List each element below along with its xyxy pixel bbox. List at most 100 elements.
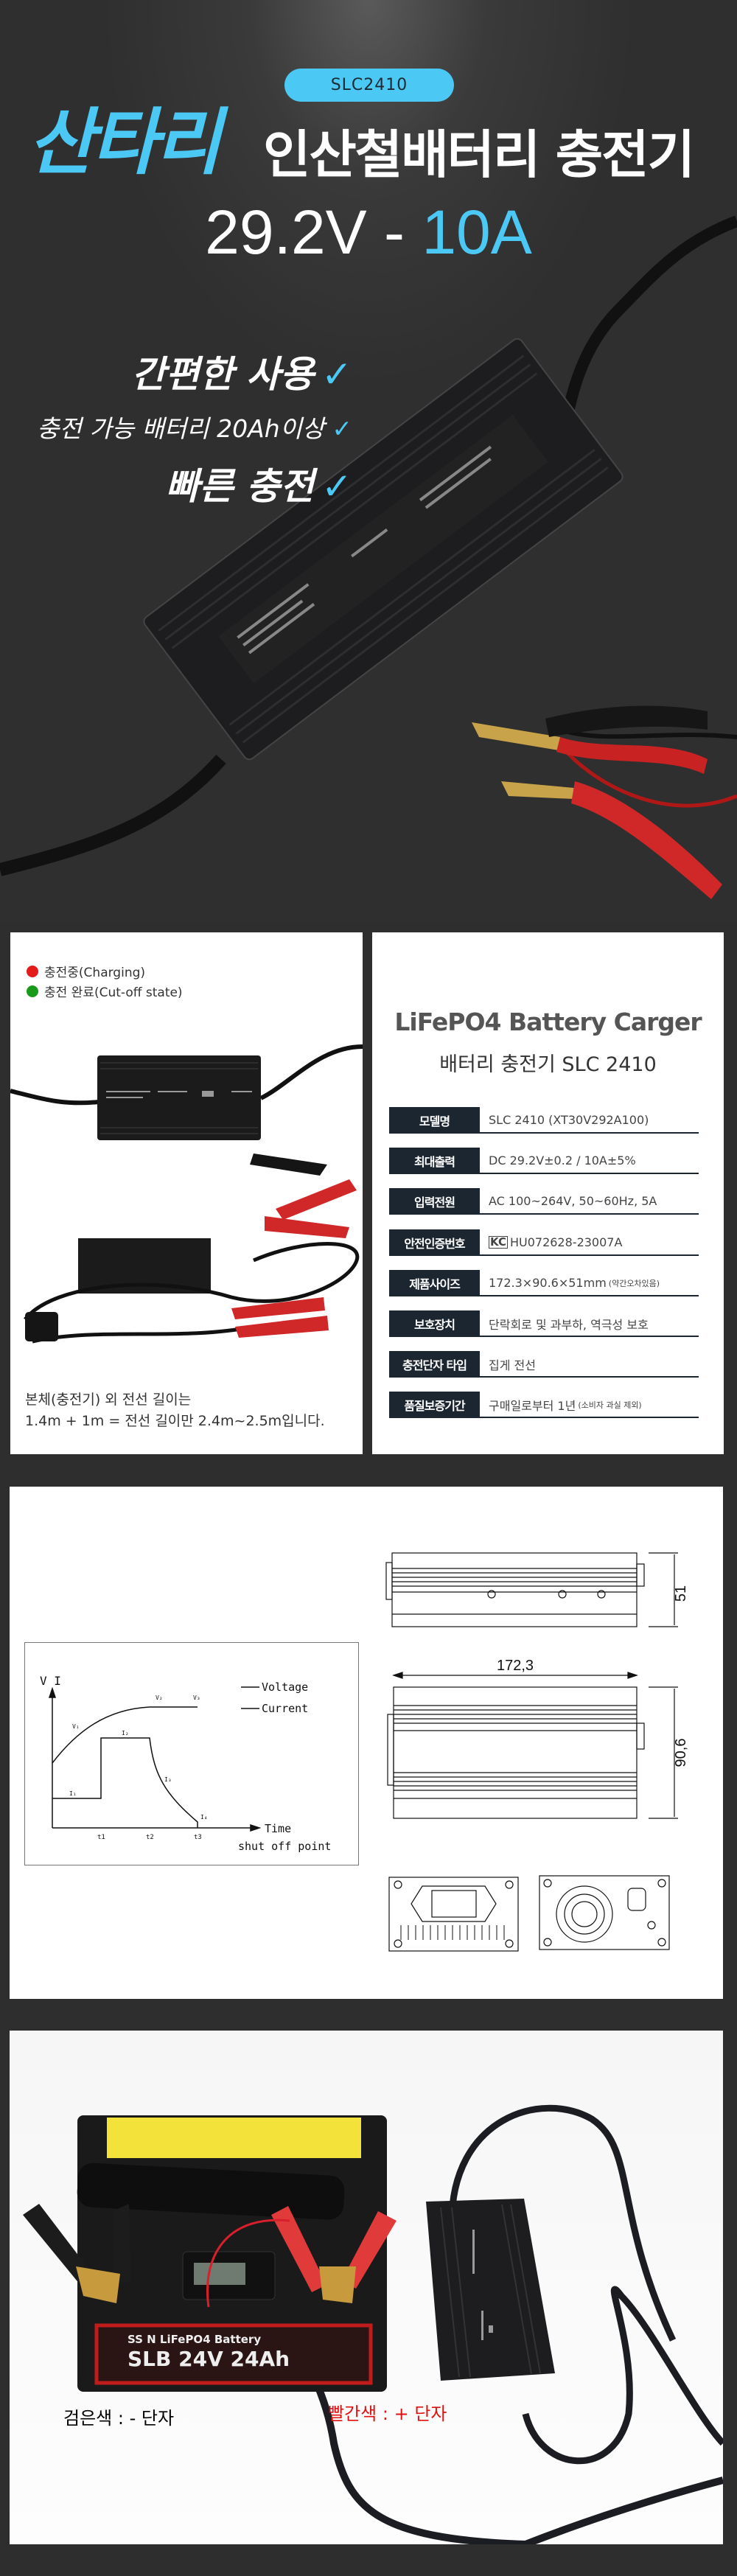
feature-text: 충전 가능 배터리 20Ah이상 bbox=[37, 414, 325, 443]
label-i2: I₂ bbox=[122, 1730, 129, 1736]
current-curve bbox=[52, 1737, 198, 1828]
spec-value: 172.3×90.6×51mm(약간오차있음) bbox=[480, 1276, 660, 1290]
spec-value: DC 29.2V±0.2 / 10A±5% bbox=[489, 1153, 636, 1167]
height-dimension: 51 bbox=[673, 1585, 689, 1602]
tick-t3: t3 bbox=[194, 1834, 202, 1841]
legend-label: 충전 완료(Cut-off state) bbox=[44, 985, 183, 1000]
size-value: 172.3×90.6×51mm bbox=[489, 1276, 607, 1290]
feature-easy-use: 간편한 사용✓ bbox=[132, 352, 352, 397]
spec-row-input: 입력전원 AC 100~264V, 50~60Hz, 5A bbox=[389, 1188, 699, 1215]
rating-headline: 29.2V - 10A bbox=[0, 200, 737, 264]
shutoff-label: shut off point bbox=[238, 1840, 331, 1853]
battery-brand-label: SS N LiFePO4 Battery bbox=[128, 2333, 261, 2346]
spec-row-protection: 보호장치 단락회로 및 과부하, 역극성 보호 bbox=[389, 1310, 699, 1337]
warranty-note: (소비자 과실 제외) bbox=[578, 1400, 642, 1410]
label-v1: V₁ bbox=[72, 1723, 80, 1730]
voltage-curve bbox=[52, 1706, 198, 1764]
front-end-view bbox=[388, 1877, 519, 1952]
spec-label: 제품사이즈 bbox=[389, 1270, 480, 1296]
charger-accessories-photo bbox=[10, 1044, 363, 1344]
check-icon: ✓ bbox=[332, 414, 352, 443]
battery-model-label: SLB 24V 24Ah bbox=[128, 2347, 290, 2371]
feature-battery-capacity: 충전 가능 배터리 20Ah이상✓ bbox=[37, 413, 352, 445]
check-icon: ✓ bbox=[321, 353, 352, 396]
width-dimension: 172,3 bbox=[497, 1658, 534, 1674]
spec-label: 보호장치 bbox=[389, 1310, 480, 1336]
check-icon: ✓ bbox=[321, 465, 352, 508]
spec-row-terminal: 충전단자 타입 집게 전선 bbox=[389, 1351, 699, 1378]
note-line: 본체(충전기) 외 전선 길이는 bbox=[25, 1392, 192, 1408]
spec-subtitle: 배터리 충전기 SLC 2410 bbox=[439, 1053, 657, 1076]
current-value: 10A bbox=[422, 198, 532, 267]
label-v3: V₃ bbox=[193, 1694, 200, 1701]
voltage-value: 29.2V bbox=[205, 198, 367, 267]
feature-text: 간편한 사용 bbox=[131, 353, 315, 396]
model-badge: SLC2410 bbox=[284, 69, 454, 102]
depth-dimension: 90,6 bbox=[673, 1739, 689, 1767]
black-clip bbox=[23, 2204, 131, 2303]
cert-number: HU072628-23007A bbox=[509, 1235, 623, 1249]
green-led-icon bbox=[27, 985, 38, 997]
kc-mark-icon: KC bbox=[489, 1235, 508, 1249]
y-axis-arrow bbox=[48, 1686, 57, 1698]
clips bbox=[472, 705, 722, 899]
charger-body bbox=[143, 338, 624, 761]
label-i4: I₄ bbox=[200, 1814, 208, 1821]
spec-label: 안전인증번호 bbox=[389, 1229, 480, 1255]
red-led-icon bbox=[27, 965, 38, 977]
warranty-value: 구매일로부터 1년 bbox=[489, 1398, 576, 1413]
product-title: 인산철배터리 충전기 bbox=[263, 125, 695, 185]
axis-label: V I bbox=[40, 1674, 61, 1688]
legend-voltage: Voltage bbox=[262, 1680, 308, 1694]
charger-unit bbox=[426, 2199, 555, 2381]
legend-charging: 충전중(Charging) bbox=[27, 962, 145, 980]
spec-label: 품질보증기간 bbox=[389, 1392, 480, 1417]
feature-fast-charge: 빠른 충전✓ bbox=[166, 464, 352, 509]
spec-label: 충전단자 타입 bbox=[389, 1351, 480, 1377]
dimension-drawings: 51 172,3 90,6 bbox=[385, 1552, 689, 1952]
negative-terminal-label: 검은색 : - 단자 bbox=[63, 2408, 175, 2429]
battery: SS N LiFePO4 Battery SLB 24V 24Ah bbox=[77, 2115, 387, 2392]
label-i1: I₁ bbox=[69, 1790, 77, 1797]
positive-terminal-label: 빨간색 : + 단자 bbox=[328, 2404, 447, 2424]
spec-row-model: 모델명 SLC 2410 (XT30V292A100) bbox=[389, 1107, 699, 1134]
size-note: (약간오차있음) bbox=[608, 1278, 660, 1288]
spec-value: 단락회로 및 과부하, 역극성 보호 bbox=[489, 1317, 649, 1332]
battery-connection-photo: SS N LiFePO4 Battery SLB 24V 24Ah bbox=[23, 2104, 723, 2544]
separator: - bbox=[366, 198, 422, 267]
legend-current: Current bbox=[262, 1702, 308, 1715]
spec-label: 최대출력 bbox=[389, 1148, 480, 1173]
tick-t1: t1 bbox=[97, 1834, 105, 1841]
charger-product-photo bbox=[0, 215, 737, 899]
spec-row-max-output: 최대출력 DC 29.2V±0.2 / 10A±5% bbox=[389, 1148, 699, 1174]
brand-name: 산타리 bbox=[28, 101, 221, 185]
label-i3: I₃ bbox=[164, 1776, 172, 1783]
charge-curve-diagram: V I Voltage Current Time shut off point … bbox=[24, 1642, 359, 1865]
legend-label: 충전중(Charging) bbox=[44, 966, 146, 980]
spec-value: 구매일로부터 1년(소비자 과실 제외) bbox=[480, 1396, 642, 1414]
label-v2: V₂ bbox=[156, 1694, 163, 1701]
spec-value: AC 100~264V, 50~60Hz, 5A bbox=[489, 1194, 657, 1208]
legend-cutoff: 충전 완료(Cut-off state) bbox=[27, 982, 183, 1000]
spec-value: SLC 2410 (XT30V292A100) bbox=[489, 1113, 649, 1127]
red-clip bbox=[271, 2206, 397, 2303]
x-axis-arrow bbox=[250, 1823, 262, 1832]
charger-photo-panel bbox=[10, 932, 363, 1454]
rear-end-view bbox=[539, 1875, 670, 1950]
spec-label: 입력전원 bbox=[389, 1188, 480, 1214]
spec-title: LiFePO4 Battery Carger bbox=[394, 1008, 702, 1036]
side-view-drawing bbox=[385, 1552, 678, 1627]
spec-value: 집게 전선 bbox=[489, 1358, 536, 1372]
hero-section: SLC2410 산타리 인산철배터리 충전기 29.2V - 10A 간편한 사… bbox=[0, 0, 737, 921]
feature-text: 빠른 충전 bbox=[165, 465, 315, 508]
cable-length-note: 본체(충전기) 외 전선 길이는 1.4m + 1m = 전선 길이만 2.4m… bbox=[25, 1389, 325, 1432]
note-line: 1.4m + 1m = 전선 길이만 2.4m~2.5m입니다. bbox=[25, 1413, 325, 1429]
top-view-drawing bbox=[387, 1672, 678, 1819]
x-axis-label: Time bbox=[265, 1822, 291, 1835]
tick-t2: t2 bbox=[146, 1834, 154, 1841]
spec-label: 모델명 bbox=[389, 1107, 480, 1133]
